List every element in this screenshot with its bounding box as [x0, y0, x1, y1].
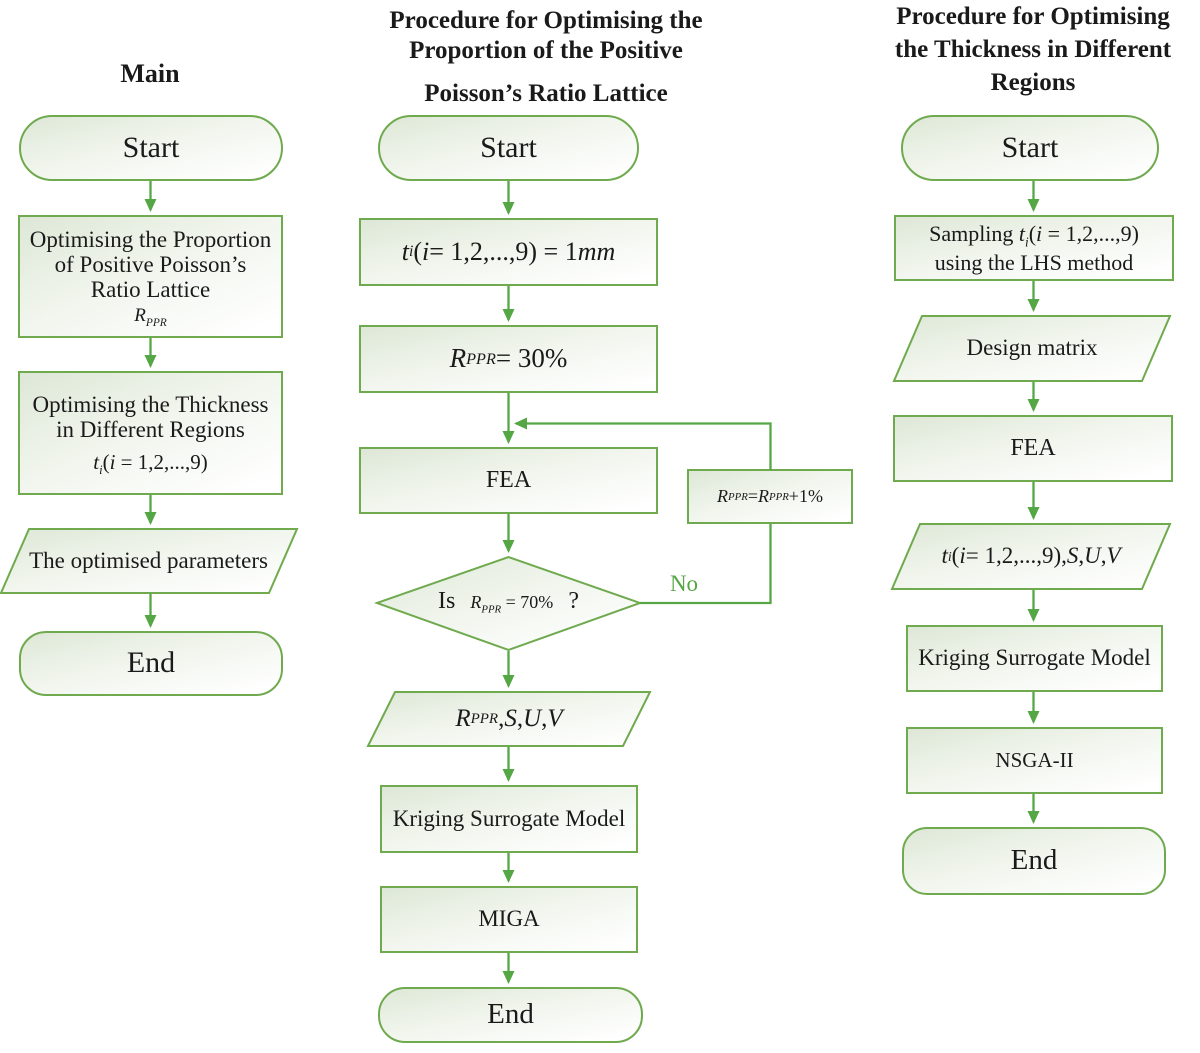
- c3-start-label: Start: [1001, 130, 1059, 164]
- c2-end-shape: [378, 987, 643, 1043]
- c2-fea-label: FEA: [485, 466, 532, 493]
- thickness-column-title: Procedure for Optimising the Thickness i…: [894, 2, 1172, 96]
- c2-kriging-label: Kriging Surrogate Model: [392, 805, 626, 831]
- c2-feedback-arrow: [514, 417, 772, 470]
- main-column-title: Main: [120, 59, 180, 89]
- c2-miga-shape: [380, 886, 638, 953]
- c2-init-thickness-shape: [359, 218, 658, 286]
- c2-decision-prefix: Is: [438, 588, 456, 615]
- c3-design-matrix-shape: [892, 315, 1172, 382]
- c3-design-matrix-label: Design matrix: [966, 335, 1098, 361]
- c2-miga-label: MIGA: [478, 906, 540, 932]
- c1-start-label: Start: [122, 130, 180, 164]
- c2-start-shape: [378, 115, 639, 181]
- c2-fea-shape: [359, 447, 658, 514]
- c3-end-shape: [902, 827, 1166, 895]
- c3-fea-shape: [893, 415, 1173, 482]
- c3-kriging-label: Kriging Surrogate Model: [918, 645, 1151, 671]
- c1-output-label: The optimised parameters: [29, 547, 268, 573]
- c3-end-label: End: [1010, 844, 1058, 877]
- c2-decision-label: Is RPPR = 70% ?: [392, 569, 625, 635]
- c1-step2-label: Optimising the Thickness in Different Re…: [21, 375, 280, 491]
- c2-no-path: [640, 524, 772, 605]
- c1-step2-shape: [18, 371, 283, 495]
- proportion-column-title: Procedure for Optimising the Proportion …: [389, 6, 703, 107]
- c1-end-label: End: [126, 646, 176, 680]
- c2-output-shape: [366, 691, 652, 747]
- c1-step2-text: Optimising the Thickness in Different Re…: [32, 391, 269, 442]
- c2-decision-suffix: ?: [568, 588, 579, 615]
- c2-decision-math: RPPR = 70%: [470, 591, 554, 616]
- c3-output-shape: [890, 523, 1172, 590]
- c1-step1-shape: [18, 215, 283, 338]
- c2-no-label: No: [669, 570, 699, 596]
- c3-fea-label: FEA: [1010, 434, 1056, 461]
- c3-start-shape: [901, 115, 1159, 181]
- c2-increment-shape: [687, 469, 853, 524]
- c2-kriging-shape: [380, 785, 638, 853]
- c2-end-label: End: [487, 998, 534, 1031]
- c3-sampling-shape: [894, 215, 1174, 281]
- c1-start-shape: [19, 115, 283, 181]
- c2-init-rppr-shape: [359, 325, 658, 393]
- c1-end-shape: [19, 631, 283, 696]
- c1-step2-math: ti(i = 1,2,...,9): [93, 449, 208, 478]
- c3-kriging-shape: [906, 625, 1163, 692]
- c1-step1-text: Optimising the Proportion of Positive Po…: [29, 227, 272, 303]
- c2-start-label: Start: [480, 130, 537, 164]
- c3-sampling-label: Sampling ti(i = 1,2,...,9) using the LHS…: [929, 221, 1139, 275]
- c1-step1-label: Optimising the Proportion of Positive Po…: [21, 219, 280, 335]
- c3-nsga-label: NSGA-II: [995, 748, 1074, 773]
- c1-output-shape: [0, 528, 299, 594]
- c1-step1-math: RPPR: [134, 305, 167, 329]
- c3-nsga-shape: [906, 727, 1163, 794]
